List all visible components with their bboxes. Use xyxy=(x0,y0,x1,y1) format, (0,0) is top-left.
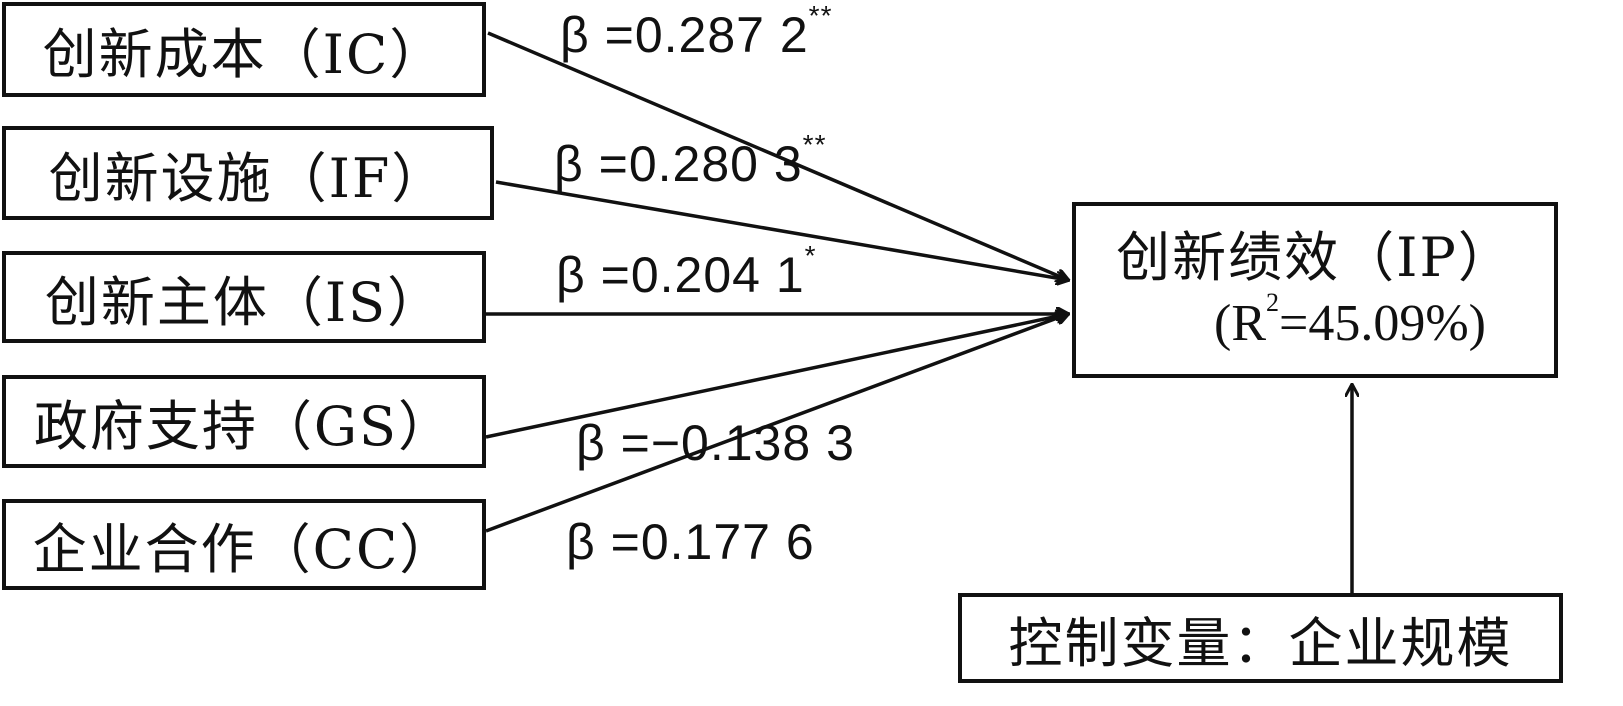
coef-label-gs: β =−0.138 3 xyxy=(576,414,855,472)
node-innovation-cost: 创新成本（IC） xyxy=(2,2,486,97)
coef-label-if: β =0.280 3** xyxy=(554,129,826,193)
coef-label-cc: β =0.177 6 xyxy=(566,513,815,571)
node-control-variable-label: 控制变量：企业规模 xyxy=(1008,611,1513,675)
node-government-support: 政府支持（GS） xyxy=(2,375,486,468)
coef-value-cc: β =0.177 6 xyxy=(566,514,815,570)
node-government-support-label: 政府支持（GS） xyxy=(33,395,455,458)
node-innovation-subject-label: 创新主体（IS） xyxy=(44,270,444,334)
node-innovation-subject: 创新主体（IS） xyxy=(2,251,486,343)
r-squared-prefix: (R xyxy=(1214,295,1267,353)
arrow-cc-to-ip xyxy=(485,314,1068,533)
coef-value-is: β =0.204 1 xyxy=(556,247,805,303)
node-innovation-performance-label: 创新绩效（IP） xyxy=(1116,225,1514,289)
coef-significance-if: ** xyxy=(802,129,827,160)
node-innovation-facilities: 创新设施（IF） xyxy=(2,126,494,220)
node-control-variable: 控制变量：企业规模 xyxy=(958,593,1563,683)
coef-significance-ic: ** xyxy=(808,0,833,31)
r-squared-exponent: 2 xyxy=(1266,288,1280,318)
coef-value-if: β =0.280 3 xyxy=(554,136,803,192)
arrow-if-to-ip xyxy=(495,180,1068,280)
coef-label-is: β =0.204 1* xyxy=(556,240,817,304)
node-innovation-cost-label: 创新成本（IC） xyxy=(42,23,446,86)
r-squared-value: =45.09%) xyxy=(1279,295,1486,353)
coef-value-gs: β =−0.138 3 xyxy=(576,415,855,471)
arrow-gs-to-ip xyxy=(485,314,1068,439)
node-innovation-facilities-label: 创新设施（IF） xyxy=(48,146,448,210)
node-enterprise-cooperation-label: 企业合作（CC） xyxy=(32,518,456,581)
coef-label-ic: β =0.287 2** xyxy=(560,0,832,64)
node-innovation-performance: 创新绩效（IP） (R2=45.09%) xyxy=(1072,202,1558,378)
coef-significance-is: * xyxy=(804,240,817,271)
coef-value-ic: β =0.287 2 xyxy=(560,7,809,63)
r-squared: (R2=45.09%) xyxy=(1144,288,1486,356)
arrow-ic-to-ip xyxy=(487,31,1068,280)
node-enterprise-cooperation: 企业合作（CC） xyxy=(2,499,486,590)
